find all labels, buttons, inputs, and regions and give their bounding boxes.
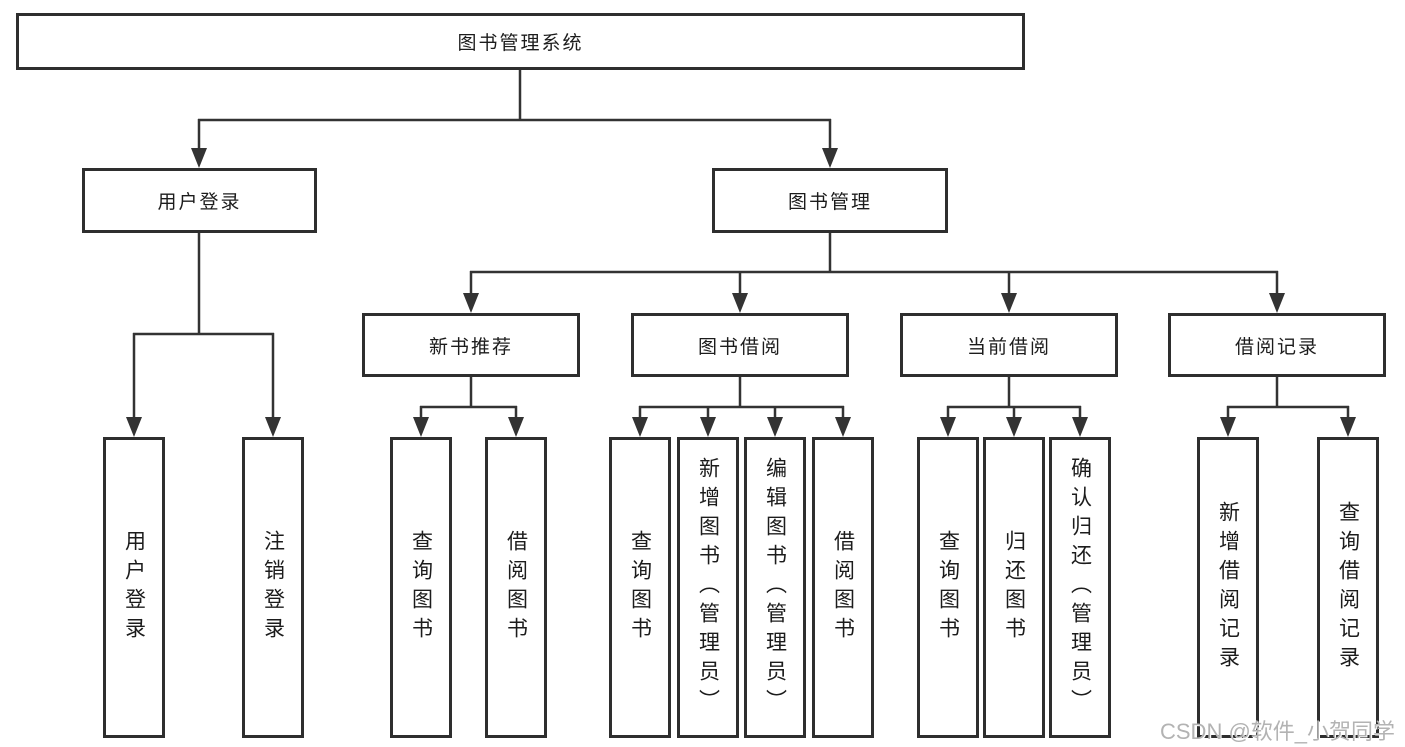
leaf-add-books-admin: 新增图书（管理员）	[677, 437, 739, 738]
leaf-label: 查询图书	[936, 529, 960, 646]
node-label: 图书借阅	[697, 336, 782, 358]
leaf-label: 用户登录	[122, 529, 146, 646]
node-label: 图书管理	[787, 192, 872, 213]
leaf-query-books-borrow: 查询图书	[609, 437, 671, 738]
leaf-logout: 注销登录	[242, 437, 304, 738]
leaf-label: 查询借阅记录	[1336, 500, 1360, 675]
leaf-query-books-recommend: 查询图书	[390, 437, 452, 738]
node-label: 用户登录	[157, 192, 242, 213]
node-new-book-recommend: 新书推荐	[362, 313, 580, 377]
csdn-watermark: CSDN @软件_小贺同学	[1160, 719, 1396, 744]
leaf-label: 注销登录	[261, 529, 285, 646]
node-current-borrow: 当前借阅	[900, 313, 1118, 377]
node-label: 图书管理系统	[457, 33, 584, 54]
leaf-user-login: 用户登录	[103, 437, 165, 738]
leaf-label: 借阅图书	[831, 529, 855, 646]
leaf-edit-books-admin: 编辑图书（管理员）	[744, 437, 806, 738]
leaf-label: 新增图书（管理员）	[696, 457, 720, 718]
leaf-label: 确认归还（管理员）	[1068, 457, 1092, 718]
leaf-confirm-return-admin: 确认归还（管理员）	[1049, 437, 1111, 738]
leaf-label: 归还图书	[1002, 529, 1026, 646]
leaf-borrow-books: 借阅图书	[812, 437, 874, 738]
leaf-label: 借阅图书	[504, 529, 528, 646]
node-book-management: 图书管理	[712, 168, 948, 233]
node-library-management-system: 图书管理系统	[16, 13, 1025, 70]
node-label: 新书推荐	[428, 336, 513, 358]
leaf-label: 查询图书	[409, 529, 433, 646]
node-label: 当前借阅	[966, 336, 1051, 358]
leaf-query-borrow-record: 查询借阅记录	[1317, 437, 1379, 738]
leaf-label: 新增借阅记录	[1216, 500, 1240, 675]
leaf-borrow-books-recommend: 借阅图书	[485, 437, 547, 738]
leaf-label: 编辑图书（管理员）	[763, 457, 787, 718]
node-borrow-records: 借阅记录	[1168, 313, 1386, 377]
node-label: 借阅记录	[1234, 336, 1319, 358]
leaf-label: 查询图书	[628, 529, 652, 646]
node-book-borrow: 图书借阅	[631, 313, 849, 377]
leaf-add-borrow-record: 新增借阅记录	[1197, 437, 1259, 738]
leaf-query-books-current: 查询图书	[917, 437, 979, 738]
leaf-return-books: 归还图书	[983, 437, 1045, 738]
node-user-login: 用户登录	[82, 168, 317, 233]
